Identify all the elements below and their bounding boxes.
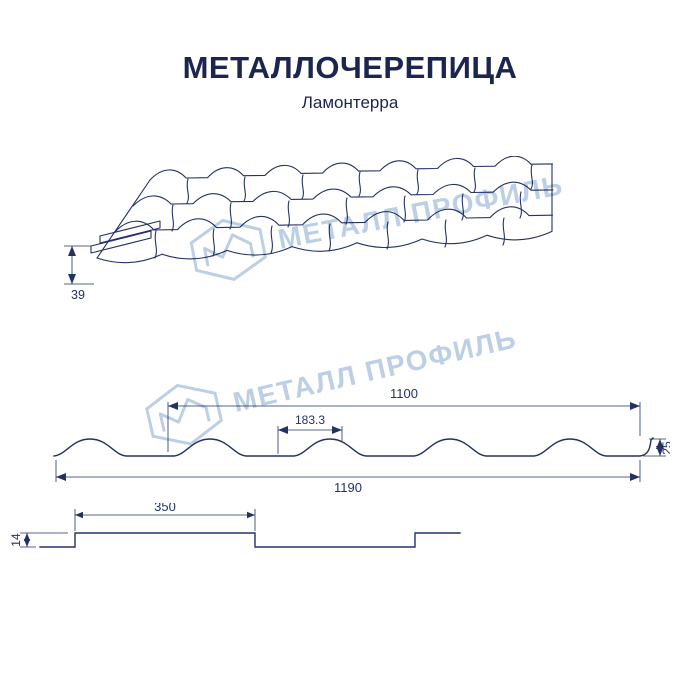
dim-label-full-width: 1190 <box>334 480 362 495</box>
page-subtitle: Ламонтерра <box>301 93 399 112</box>
roof-perspective-drawing: 39 <box>64 156 554 302</box>
watermark: МЕТАЛЛ ПРОФИЛЬ <box>186 153 569 288</box>
dim-label-cover-width: 1100 <box>390 386 418 401</box>
overlap-step-drawing: 350 14 <box>9 503 461 548</box>
dim-label-roof-overhang: 39 <box>71 288 85 302</box>
dim-label-wave-pitch: 183.3 <box>295 413 325 427</box>
dim-label-module-length: 350 <box>154 503 176 514</box>
dim-label-profile-height: 25 <box>660 441 670 455</box>
brand-logo-icon <box>189 218 268 282</box>
page-title: МЕТАЛЛОЧЕРЕПИЦА <box>182 50 518 85</box>
profile-cross-section-drawing: 1100 183.3 25 1190 <box>53 386 670 495</box>
header: МЕТАЛЛОЧЕРЕПИЦА Ламонтерра <box>0 50 700 113</box>
dim-label-step-height: 14 <box>9 533 23 547</box>
